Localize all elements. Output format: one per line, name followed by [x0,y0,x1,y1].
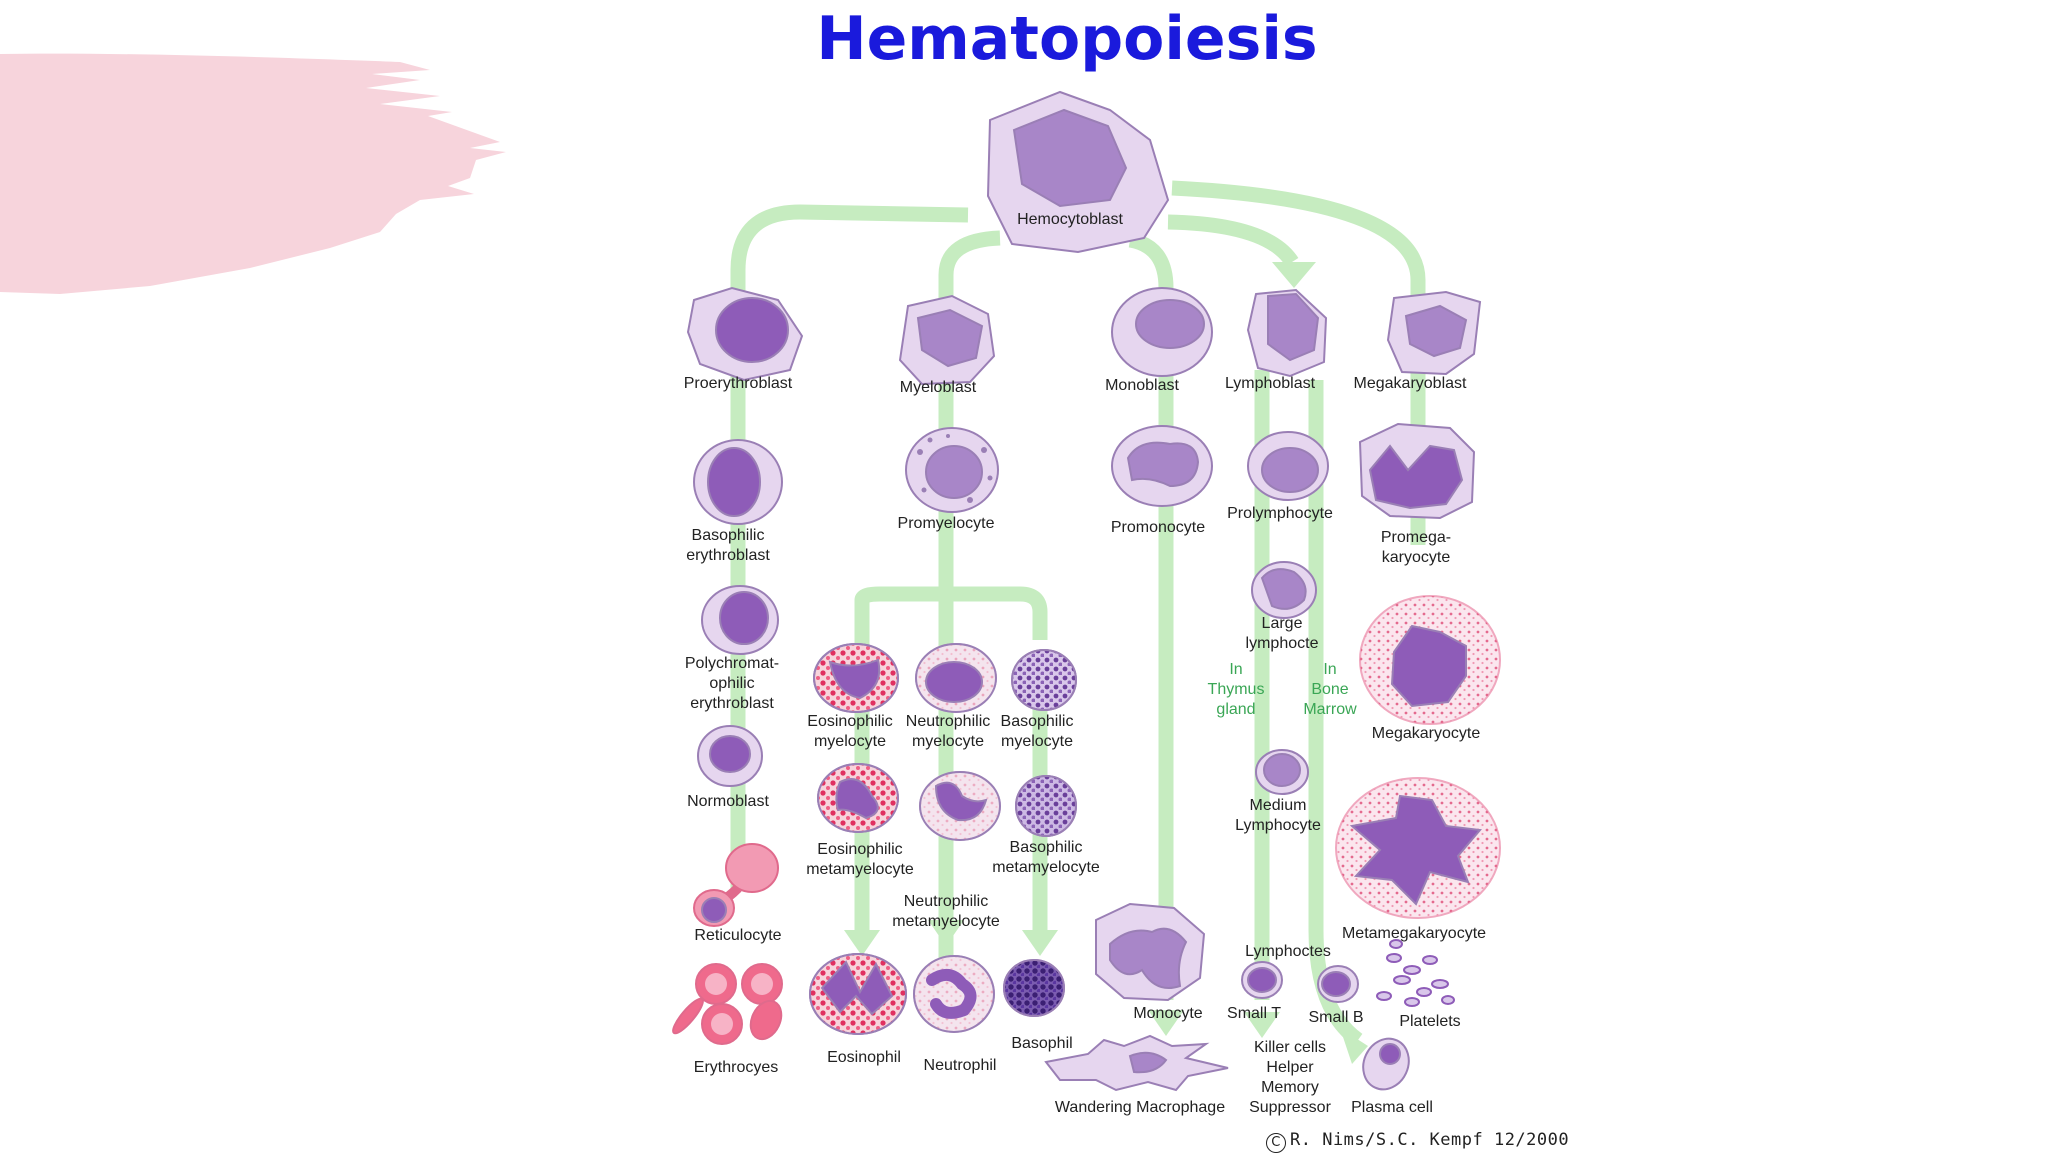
label-t-cell-types: Killer cells Helper Memory Suppressor [1249,1039,1331,1116]
megakaryocyte-cell [1359,595,1501,725]
small-t-cell [1241,961,1283,999]
polychromatophilic-erythroblast-cell [701,585,779,655]
label-monoblast: Monoblast [1105,377,1179,394]
label-in-thymus-gland: In Thymus gland [1207,661,1265,718]
eosinophil-cell [809,953,907,1035]
pink-brush-stroke-decoration [0,53,506,295]
monocyte-cell [1095,902,1206,1002]
label-basophilic-myelocyte: Basophilic myelocyte [1000,713,1074,750]
promyelocyte-cell [905,427,999,513]
label-myeloblast: Myeloblast [899,379,977,396]
label-promonocyte: Promonocyte [1110,519,1206,536]
label-in-bone-marrow: In Bone Marrow [1303,661,1357,718]
label-hemocytoblast: Hemocytoblast [1017,211,1123,228]
label-megakaryoblast: Megakaryoblast [1353,375,1467,392]
label-polychromatophilic-erythroblast: Polychromat- ophilic erythroblast [684,655,780,712]
label-eosinophil: Eosinophil [827,1049,901,1066]
myeloblast-cell [898,294,996,386]
label-wandering-macrophage: Wandering Macrophage [1054,1099,1226,1116]
label-promyelocyte: Promyelocyte [897,515,995,532]
label-small-t: Small T [1227,1005,1281,1022]
promegakaryocyte-cell [1358,422,1476,520]
megakaryoblast-cell [1386,290,1482,376]
label-promegakaryocyte: Promega- karyocyte [1380,529,1452,566]
label-normoblast: Normoblast [687,793,769,810]
monoblast-cell [1111,287,1213,377]
label-reticulocyte: Reticulocyte [694,927,782,944]
promonocyte-cell [1111,425,1213,507]
neutrophilic-metamyelocyte-cell [919,771,1001,841]
basophilic-erythroblast-cell [693,439,783,525]
label-eosinophilic-metamyelocyte: Eosinophilic metamyelocyte [806,841,914,878]
medium-lymphocyte-cell [1255,749,1309,795]
label-neutrophil: Neutrophil [923,1057,997,1074]
label-basophilic-metamyelocyte: Basophilic metamyelocyte [992,839,1100,876]
prolymphocyte-cell [1247,431,1329,501]
label-medium-lymphocyte: Medium Lymphocyte [1235,797,1321,834]
neutrophil-cell [913,955,995,1033]
eosinophilic-myelocyte-cell [813,643,899,713]
large-lymphocyte-cell [1251,561,1317,619]
label-proerythroblast: Proerythroblast [683,375,793,392]
label-megakaryocyte: Megakaryocyte [1371,725,1481,742]
normoblast-cell [697,725,763,787]
credit-text: R. Nims/S.C. Kempf 12/2000 [1290,1130,1570,1150]
wandering-macrophage-cell [1044,1034,1229,1092]
label-monocyte: Monocyte [1133,1005,1203,1022]
plasma-cell [1362,1037,1410,1091]
hemocytoblast-cell [986,90,1170,254]
label-platelets: Platelets [1399,1013,1461,1030]
label-neutrophilic-myelocyte: Neutrophilic myelocyte [905,713,991,750]
label-large-lymphocyte: Large lymphocte [1245,615,1319,652]
label-lymphoblast: Lymphoblast [1224,375,1316,392]
proerythroblast-cell [686,286,804,382]
erythrocytes-cells [672,963,783,1045]
label-metamegakaryocyte: Metamegakaryocyte [1341,925,1487,942]
reticulocyte-cell [693,843,779,927]
arrow-heads [844,262,1368,1064]
label-plasma-cell: Plasma cell [1351,1099,1433,1116]
page-title: Hematopoiesis [816,4,1318,74]
platelets-cells [1376,939,1455,1007]
cells [672,90,1501,1092]
metamegakaryocyte-cell [1335,777,1501,919]
basophilic-myelocyte-cell [1011,649,1077,711]
label-basophilic-erythroblast: Basophilic erythroblast [686,527,770,564]
eosinophilic-metamyelocyte-cell [817,763,899,833]
lymphoblast-cell [1246,288,1328,378]
basophilic-metamyelocyte-cell [1015,775,1077,837]
label-neutrophilic-metamyelocyte: Neutrophilic metamyelocyte [892,893,1000,930]
neutrophilic-myelocyte-cell [915,643,997,713]
label-erythrocytes: Erythrocyes [693,1059,779,1076]
label-basophil: Basophil [1011,1035,1073,1052]
basophil-cell [1003,959,1065,1017]
label-prolymphocyte: Prolymphocyte [1227,505,1333,522]
label-small-b: Small B [1308,1009,1364,1026]
copyright-icon: C [1266,1133,1286,1153]
small-b-cell [1317,965,1359,1003]
label-lymphocytes: Lymphoctes [1245,943,1331,960]
label-eosinophilic-myelocyte: Eosinophilic myelocyte [807,713,893,750]
